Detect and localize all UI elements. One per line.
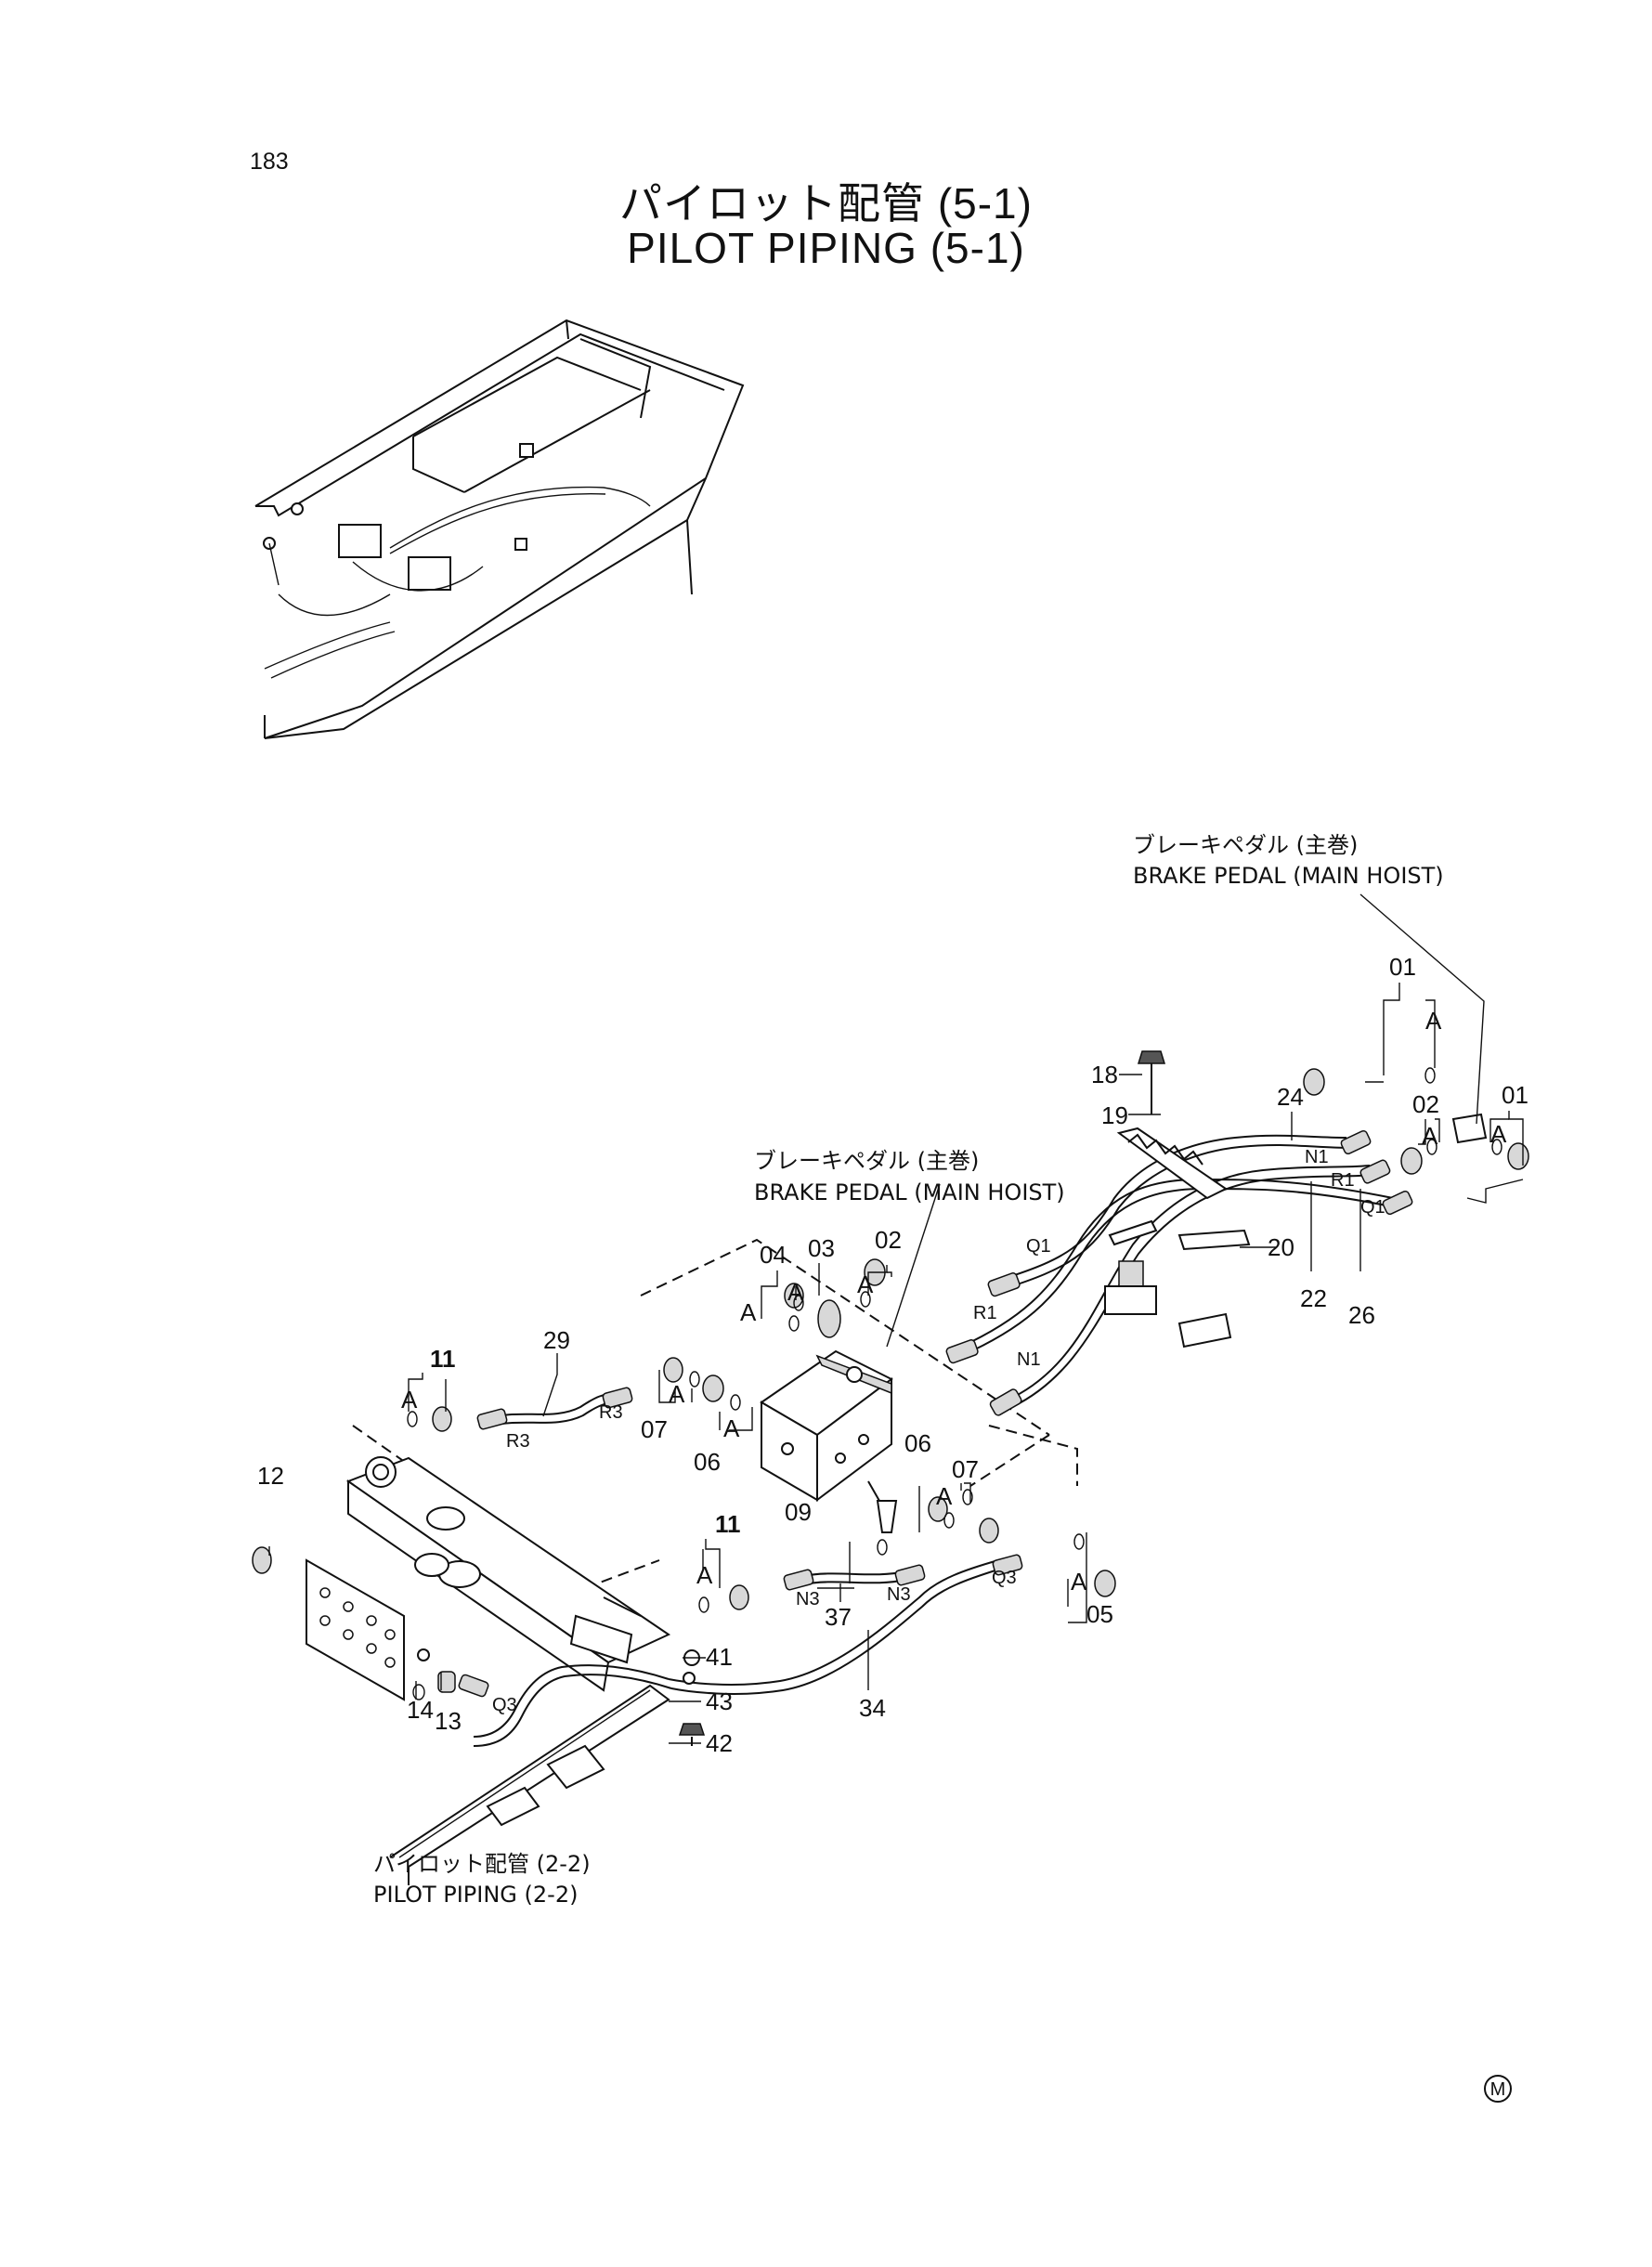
part-number: 03 [808, 1234, 835, 1262]
detail-a-mark: A [936, 1482, 953, 1510]
part-number: 14 [407, 1696, 434, 1724]
part-number: 29 [543, 1326, 570, 1354]
detail-a-mark: A [1071, 1568, 1087, 1596]
leader-lines [268, 893, 1524, 1744]
part-number: 04 [760, 1241, 787, 1269]
brake-pedal-mid-label-en: BRAKE PEDAL (MAIN HOIST) [754, 1179, 1065, 1205]
part-number: 12 [257, 1462, 284, 1490]
port-label: Q3 [992, 1568, 1017, 1588]
part-number: 07 [641, 1415, 668, 1443]
part-number: 01 [1502, 1081, 1528, 1109]
part-number: 24 [1277, 1083, 1304, 1111]
part-number: 07 [952, 1455, 979, 1483]
detail-a-mark: A [401, 1386, 418, 1414]
port-label: N3 [887, 1584, 911, 1605]
port-label: R1 [1331, 1170, 1355, 1191]
detail-a-mark: A [1422, 1122, 1438, 1150]
footer-m-symbol: M [1484, 2075, 1512, 2103]
detail-a-mark: A [1425, 1007, 1442, 1035]
part-number: 06 [904, 1429, 931, 1457]
port-label: R1 [973, 1303, 997, 1323]
port-label: Q3 [492, 1695, 517, 1715]
part-number: 13 [435, 1707, 462, 1735]
detail-a-marks: A A A A A A A A A A A A [401, 1007, 1507, 1596]
port-label: R3 [506, 1431, 530, 1452]
part-number: 18 [1091, 1061, 1118, 1088]
pilot-piping-reference-ja: パイロット配管 (2-2) [373, 1851, 591, 1877]
footer-symbol-letter: M [1490, 2079, 1506, 2100]
hose-fittings [252, 1050, 1529, 1746]
part-number: 43 [706, 1687, 733, 1715]
detail-a-mark: A [857, 1270, 874, 1298]
brake-pedal-top-label-ja: ブレーキペダル (主巻) [1133, 832, 1358, 858]
part-number: 11 [430, 1345, 456, 1373]
port-label: Q1 [1360, 1197, 1385, 1218]
brake-pedal-valve [760, 1349, 893, 1515]
o-ring-marks [407, 1067, 1502, 1700]
part-number: 09 [785, 1498, 812, 1526]
part-number: 20 [1268, 1233, 1294, 1261]
part-number: 42 [706, 1729, 733, 1757]
port-labels: N1 R1 Q1 Q1 R1 N1 R3 R3 N3 N3 Q3 Q3 [492, 1147, 1385, 1715]
page-title-english: PILOT PIPING (5-1) [627, 224, 1025, 272]
part-number-labels: 01 01 02 02 03 04 05 06 06 07 07 09 11 1… [257, 953, 1528, 1757]
port-label: R3 [599, 1402, 623, 1423]
machine-overview-illustration [254, 319, 745, 739]
part-number: 34 [859, 1694, 886, 1722]
pilot-piping-reference-en: PILOT PIPING (2-2) [373, 1882, 578, 1908]
part-number: 02 [1412, 1090, 1439, 1118]
control-valve-assembly [306, 1456, 671, 1885]
port-label: Q1 [1026, 1236, 1051, 1257]
detail-a-mark: A [740, 1298, 757, 1326]
part-number: 11 [715, 1510, 741, 1538]
port-label: N1 [1017, 1349, 1041, 1370]
page-number: 183 [250, 149, 289, 175]
detail-a-mark: A [1490, 1120, 1507, 1148]
detail-a-mark: A [787, 1278, 804, 1306]
pipe-routing [473, 1134, 1397, 1747]
part-number: 06 [694, 1448, 721, 1476]
detail-a-mark: A [669, 1380, 685, 1408]
part-number: 26 [1348, 1301, 1375, 1329]
detail-a-mark: A [723, 1414, 740, 1442]
detail-a-mark: A [696, 1561, 713, 1589]
part-number: 05 [1086, 1600, 1113, 1628]
part-number: 41 [706, 1643, 733, 1671]
part-number: 02 [875, 1226, 902, 1254]
brake-pedal-top-label-en: BRAKE PEDAL (MAIN HOIST) [1133, 863, 1444, 889]
port-label: N1 [1305, 1147, 1329, 1167]
part-number: 37 [825, 1603, 852, 1631]
part-number: 19 [1101, 1101, 1128, 1129]
part-number: 01 [1389, 953, 1416, 981]
brake-pedal-mid-label-ja: ブレーキペダル (主巻) [754, 1148, 979, 1174]
page-title-japanese: パイロット配管 (5-1) [619, 179, 1033, 228]
port-label: N3 [796, 1589, 820, 1609]
part-number: 22 [1300, 1284, 1327, 1312]
